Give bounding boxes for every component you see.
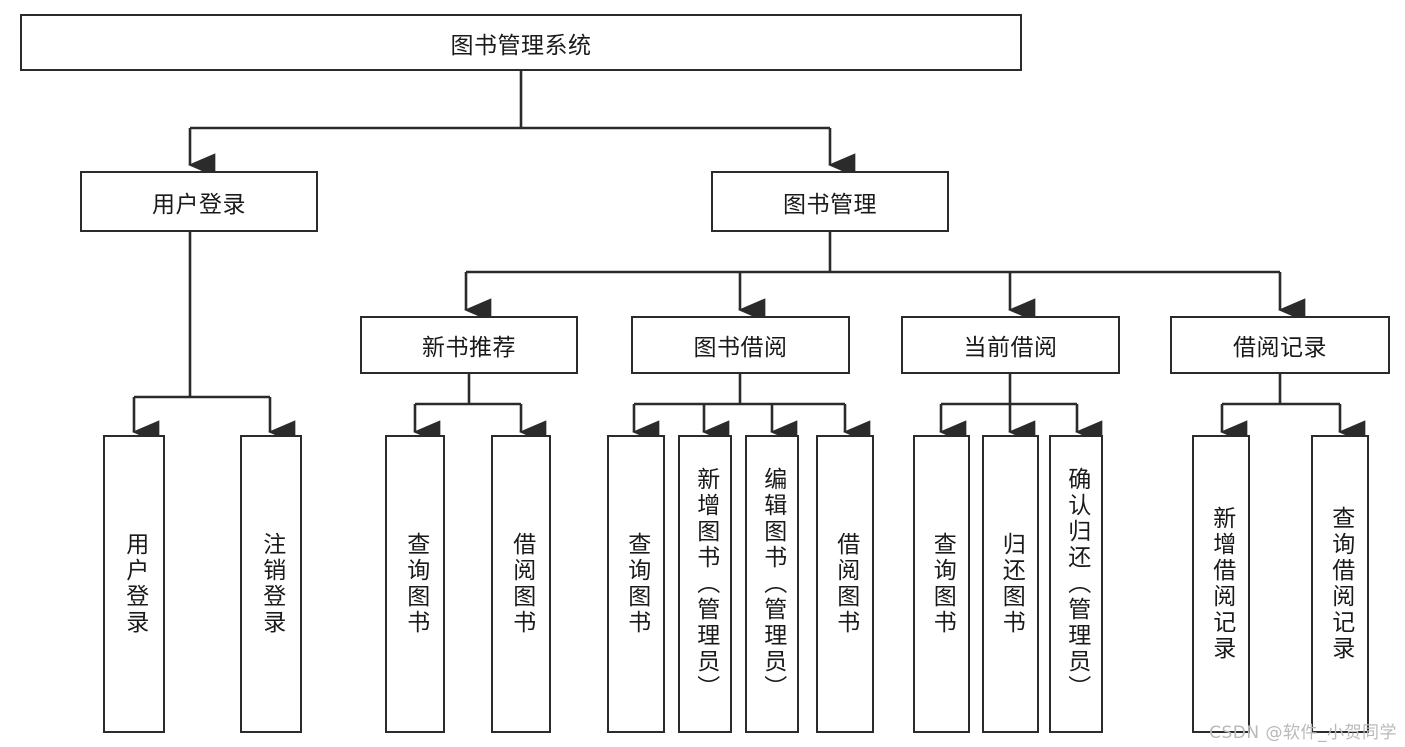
node-user-login-label: 用户登录 xyxy=(152,191,246,218)
leaf-user-login[interactable]: 用户登录 xyxy=(103,435,165,733)
leaf-add-book-label: 新增图书（管理员） xyxy=(692,467,719,701)
node-book-borrow-label: 图书借阅 xyxy=(693,335,788,361)
leaf-query-book-borrow-label: 查询图书 xyxy=(623,532,650,636)
node-new-book-recommend-label: 新书推荐 xyxy=(422,335,516,361)
node-borrow-record[interactable]: 借阅记录 xyxy=(1170,316,1390,374)
node-root[interactable]: 图书管理系统 xyxy=(20,14,1022,71)
leaf-user-login-label: 用户登录 xyxy=(121,532,148,636)
node-current-borrow[interactable]: 当前借阅 xyxy=(901,316,1120,374)
leaf-query-book-current[interactable]: 查询图书 xyxy=(913,435,970,733)
node-book-borrow[interactable]: 图书借阅 xyxy=(631,316,850,374)
leaf-query-book-rec[interactable]: 查询图书 xyxy=(385,435,445,733)
node-book-manage-label: 图书管理 xyxy=(783,191,877,218)
leaf-logout-login-label: 注销登录 xyxy=(258,532,285,636)
leaf-confirm-return[interactable]: 确认归还（管理员） xyxy=(1049,435,1103,733)
leaf-edit-book[interactable]: 编辑图书（管理员） xyxy=(745,435,799,733)
leaf-query-borrow-record[interactable]: 查询借阅记录 xyxy=(1311,435,1369,733)
node-root-label: 图书管理系统 xyxy=(450,32,592,59)
leaf-query-book-rec-label: 查询图书 xyxy=(402,532,429,636)
leaf-confirm-return-label: 确认归还（管理员） xyxy=(1063,467,1090,701)
leaf-add-borrow-record-label: 新增借阅记录 xyxy=(1208,506,1235,662)
node-current-borrow-label: 当前借阅 xyxy=(963,335,1058,361)
node-user-login[interactable]: 用户登录 xyxy=(80,171,318,232)
leaf-query-book-borrow[interactable]: 查询图书 xyxy=(607,435,665,733)
leaf-return-book-label: 归还图书 xyxy=(998,532,1025,636)
leaf-borrow-book-rec[interactable]: 借阅图书 xyxy=(491,435,551,733)
leaf-borrow-book[interactable]: 借阅图书 xyxy=(816,435,874,733)
node-book-manage[interactable]: 图书管理 xyxy=(711,171,949,232)
node-borrow-record-label: 借阅记录 xyxy=(1233,335,1327,361)
leaf-add-book[interactable]: 新增图书（管理员） xyxy=(678,435,732,733)
leaf-return-book[interactable]: 归还图书 xyxy=(982,435,1039,733)
leaf-edit-book-label: 编辑图书（管理员） xyxy=(759,467,786,701)
node-new-book-recommend[interactable]: 新书推荐 xyxy=(360,316,578,374)
leaf-add-borrow-record[interactable]: 新增借阅记录 xyxy=(1192,435,1250,733)
leaf-borrow-book-rec-label: 借阅图书 xyxy=(508,532,535,636)
leaf-query-borrow-record-label: 查询借阅记录 xyxy=(1327,506,1354,662)
leaf-query-book-current-label: 查询图书 xyxy=(929,532,956,636)
leaf-logout-login[interactable]: 注销登录 xyxy=(240,435,302,733)
leaf-borrow-book-label: 借阅图书 xyxy=(832,532,859,636)
